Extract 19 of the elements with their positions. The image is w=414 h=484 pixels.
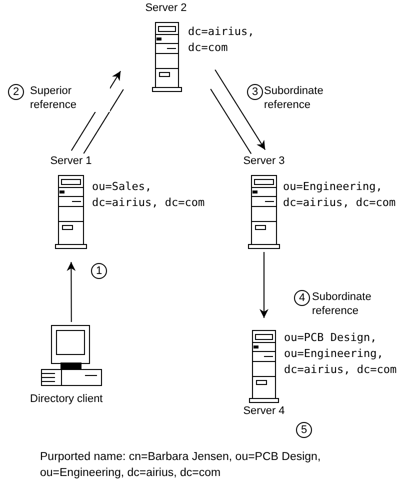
distinguished-name: ou=Engineering, dc=airius, dc=com xyxy=(283,179,397,211)
node-label: Directory client xyxy=(30,393,103,405)
callout-number: 5 xyxy=(296,422,312,438)
edge-label: Superior reference xyxy=(30,84,110,112)
distinguished-name: dc=airius, dc=com xyxy=(188,24,256,56)
callout-number: 2 xyxy=(8,84,24,100)
node-label: Server 2 xyxy=(145,2,187,14)
arrow xyxy=(66,262,76,322)
arrow xyxy=(214,69,266,150)
callout-number: 1 xyxy=(91,263,107,279)
node-label: Server 3 xyxy=(243,155,285,167)
node-label: Server 4 xyxy=(243,405,285,417)
callout-number: 4 xyxy=(294,290,310,306)
arrow xyxy=(260,252,268,318)
note-text: Purported name: cn=Barbara Jensen, ou=PCB Design, ou=Engineering, dc=airius, dc=com xyxy=(40,450,322,481)
node-label: Server 1 xyxy=(50,155,92,167)
callout-number: 3 xyxy=(247,84,263,100)
distinguished-name: ou=Sales, dc=airius, dc=com xyxy=(92,179,206,211)
distinguished-name: ou=PCB Design, ou=Engineering, dc=airius, dc=com xyxy=(284,330,398,378)
